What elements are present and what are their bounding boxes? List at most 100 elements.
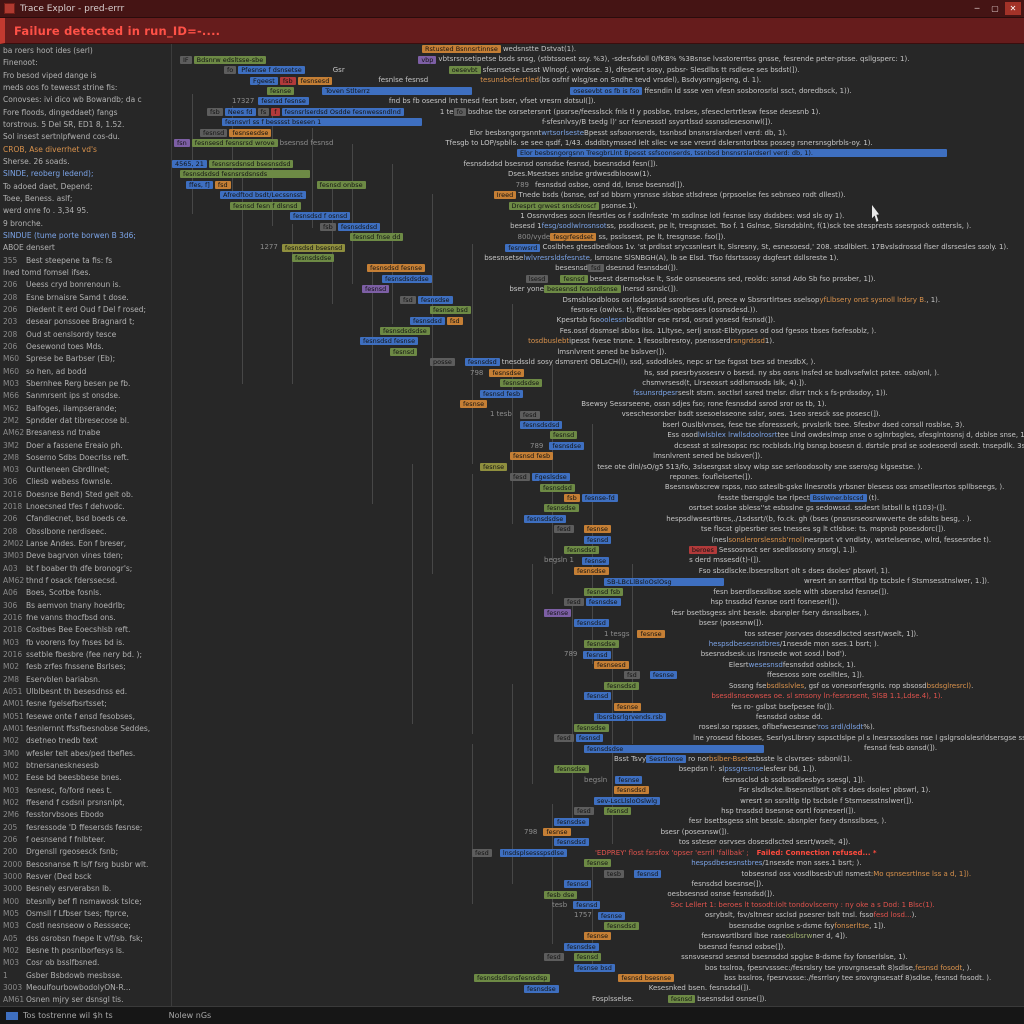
trace-span-chip[interactable]: lbsrsbsrlgrvends.rsb bbox=[594, 713, 666, 722]
trace-span-chip[interactable]: fesnsdse bbox=[554, 817, 589, 826]
trace-span-chip[interactable]: fesnsesdse bbox=[229, 128, 272, 137]
trace-span-chip[interactable]: fesnsd bbox=[573, 901, 601, 910]
trace-span-chip[interactable]: fesnsdse bbox=[574, 567, 609, 576]
trace-span-chip[interactable]: fesnsd onbse bbox=[316, 180, 366, 189]
trace-span-chip[interactable]: fesd bbox=[544, 953, 564, 962]
trace-span-chip[interactable]: fesnse bbox=[597, 911, 626, 920]
trace-span-chip[interactable]: fesnse bbox=[614, 702, 642, 711]
sidebar-row[interactable]: Finenoot: bbox=[0, 57, 171, 69]
trace-span-chip[interactable]: fesnsdse bbox=[544, 504, 579, 513]
trace-span-chip[interactable]: fesnsdsd fesnse bbox=[367, 264, 426, 273]
trace-span-chip[interactable]: fesnse bbox=[583, 525, 611, 534]
trace-span-chip[interactable]: vbp bbox=[418, 55, 437, 64]
trace-canvas[interactable]: Rstusted Bsnnsrtinnse wedsnstte Dstvat(1… bbox=[172, 44, 1024, 1006]
trace-span-chip[interactable]: fesnsdse bbox=[585, 598, 621, 607]
trace-span-chip[interactable]: fesnsd fsb bbox=[584, 587, 624, 596]
trace-span-chip[interactable]: fesnsrlserdsd Osdde fesnwessndlnd bbox=[281, 107, 404, 116]
trace-span-chip[interactable]: fesnsd bsesnse bbox=[618, 974, 675, 983]
trace-span-chip[interactable]: Bdsnrw edsltsse-sbe bbox=[193, 55, 267, 64]
sidebar-row[interactable]: ba roers hoot ides (serl) bbox=[0, 45, 171, 57]
trace-span-chip[interactable]: fesd bbox=[574, 807, 594, 816]
trace-span-chip[interactable]: fesnsdsd bbox=[564, 546, 599, 555]
trace-span-chip[interactable]: fesnsdsdse bbox=[292, 253, 335, 262]
failure-alert-banner[interactable]: Failure detected in run_ID=-.... bbox=[0, 18, 1024, 44]
trace-span-chip[interactable]: osesevbt os fb is fso bbox=[570, 86, 643, 95]
trace-span-chip[interactable]: Elor besbsngorgsnn TresgbrLlnt Bpesst ss… bbox=[517, 149, 947, 158]
trace-span-chip[interactable]: 4565, 21 bbox=[172, 160, 207, 169]
sidebar-row[interactable]: Conovses: ivi dico wb Bowandb; da c bbox=[0, 94, 171, 106]
trace-span-chip[interactable]: Afredftod bsdt/Lecssnsst bbox=[220, 191, 306, 200]
trace-span-chip[interactable]: sev-LscLlsloOslwlg bbox=[594, 796, 661, 805]
trace-span-chip[interactable]: fesnse bbox=[581, 556, 610, 565]
trace-span-chip[interactable]: fesnse bbox=[460, 400, 488, 409]
trace-span-chip[interactable]: fsd bbox=[214, 180, 231, 189]
trace-span-chip[interactable]: fesnse-fd bbox=[581, 494, 618, 503]
trace-span-chip[interactable]: fesnsdse bbox=[584, 640, 619, 649]
trace-span-chip[interactable]: fo bbox=[224, 66, 237, 75]
trace-span-chip[interactable]: fesnsdse bbox=[524, 984, 559, 993]
trace-span-chip[interactable]: fesnsdsd bbox=[464, 358, 500, 367]
trace-span-chip[interactable]: fesnsd bbox=[200, 128, 228, 137]
trace-span-chip[interactable]: fesnsdse bbox=[417, 295, 453, 304]
sidebar-row[interactable]: Sherse. 26 soads. bbox=[0, 156, 171, 168]
trace-span-chip[interactable]: fsd bbox=[624, 671, 640, 680]
trace-span-chip[interactable]: Rstusted Bsnnsrtinnse bbox=[422, 45, 501, 54]
trace-row[interactable]: fesnsd(nesl sonslerorslesnsb'rnol) nesrp… bbox=[172, 535, 1024, 545]
trace-span-chip[interactable]: fesd bbox=[554, 525, 574, 534]
